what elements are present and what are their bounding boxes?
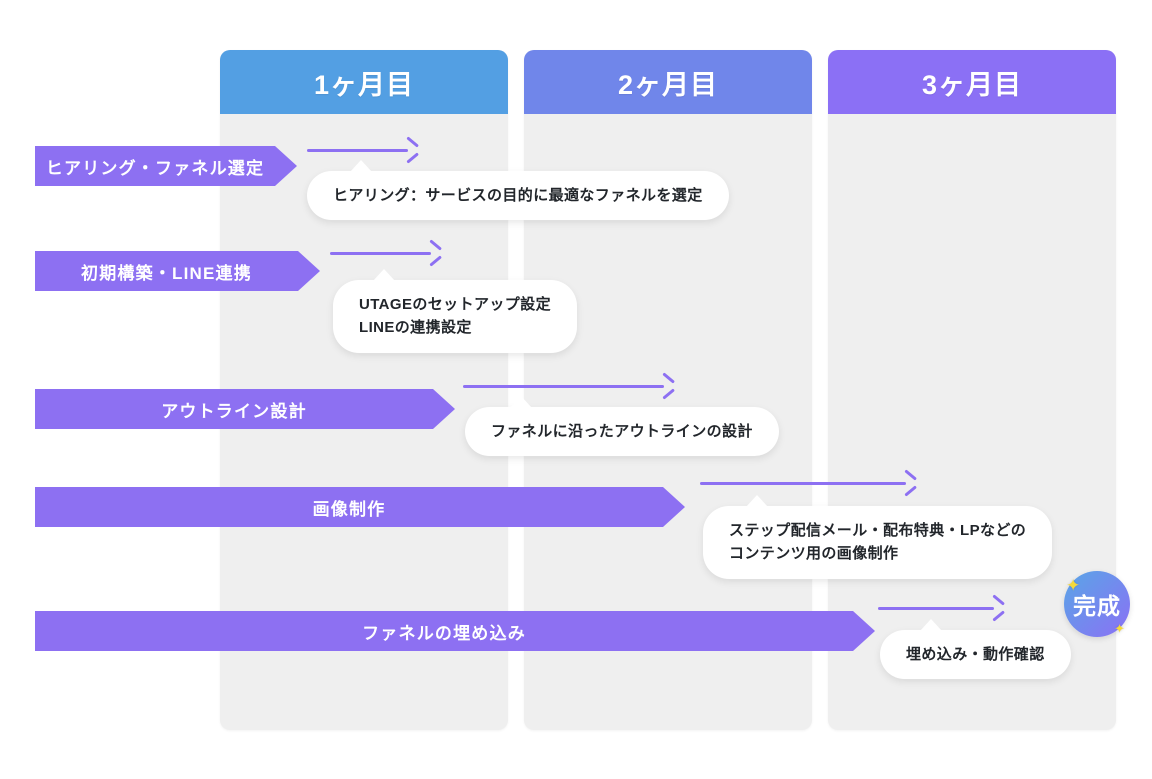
callout-row-2: UTAGEのセットアップ設定 LINEの連携設定 — [333, 269, 577, 353]
sparkle-icon: ✦ — [1066, 576, 1082, 595]
task-bar-initial-build-line: 初期構築・LINE連携 — [35, 251, 320, 291]
callout-row-3: ファネルに沿ったアウトラインの設計 — [465, 396, 779, 457]
arrow-row-4 — [700, 473, 915, 493]
task-bar-outline-design: アウトライン設計 — [35, 389, 455, 429]
callout-row-1: ヒアリング：サービスの目的に最適なファネルを選定 — [307, 160, 729, 221]
month-header-2: 2ヶ月目 — [524, 50, 812, 114]
completion-badge: 完成 ✦ ✦ — [1064, 571, 1130, 637]
arrow-row-2 — [330, 243, 440, 263]
arrow-row-1 — [307, 140, 417, 160]
callout-line: LINEの連携設定 — [359, 319, 472, 337]
task-bar-hearing-funnel: ヒアリング・ファネル選定 — [35, 146, 297, 186]
arrow-row-3 — [463, 376, 673, 396]
task-bar-image-production: 画像制作 — [35, 487, 685, 527]
completion-badge-label: 完成 — [1073, 593, 1121, 619]
sparkle-icon: ✦ — [1114, 621, 1126, 636]
callout-line: ヒアリング：サービスの目的に最適なファネルを選定 — [333, 187, 703, 204]
month-header-3: 3ヶ月目 — [828, 50, 1116, 114]
callout-line: コンテンツ用の画像制作 — [729, 545, 899, 563]
callout-line: 埋め込み・動作確認 — [906, 646, 1045, 663]
callout-row-4: ステップ配信メール・配布特典・LPなどの コンテンツ用の画像制作 — [703, 495, 1053, 579]
callout-line: ファネルに沿ったアウトラインの設計 — [491, 423, 753, 440]
callout-row-5: 埋め込み・動作確認 — [880, 619, 1071, 680]
callout-line: UTAGEのセットアップ設定 — [359, 296, 551, 313]
callout-line: ステップ配信メール・配布特典・LPなどの — [729, 522, 1027, 539]
month-header-1: 1ヶ月目 — [220, 50, 508, 114]
arrow-row-5 — [878, 598, 1003, 618]
task-bar-funnel-embed: ファネルの埋め込み — [35, 611, 875, 651]
